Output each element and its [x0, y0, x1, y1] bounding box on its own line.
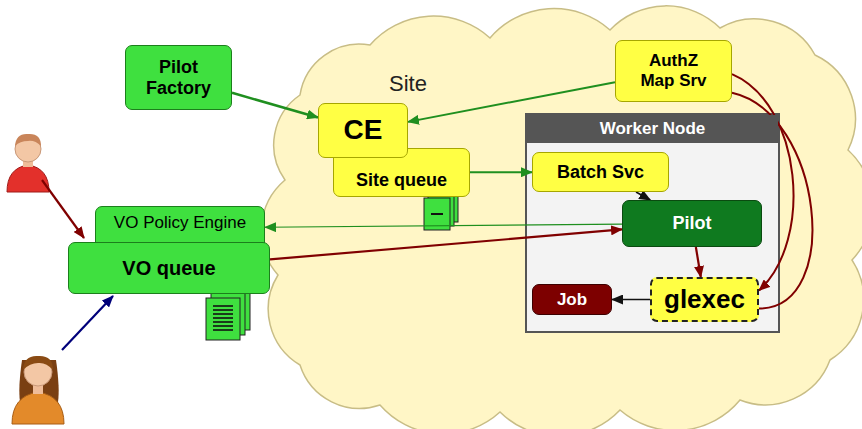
submit-arrow [42, 180, 84, 238]
box-label: Pilot [673, 213, 712, 234]
region-label: Site [389, 71, 427, 97]
box-label: glexec [664, 285, 745, 315]
queue-document-icon [206, 288, 250, 340]
connector-arrow [265, 224, 622, 227]
glexec-box: glexec [650, 277, 759, 322]
connector-arrow [732, 93, 812, 309]
box-label: Site queue [356, 170, 447, 191]
connector-arrow [470, 171, 532, 173]
pilot-box: Pilot [622, 200, 762, 247]
box-label: Job [557, 290, 587, 310]
submit-arrow [62, 296, 113, 350]
box-label: CE [344, 114, 383, 146]
cloud-shape [261, 6, 862, 429]
factory-box: Pilot Factory [125, 45, 232, 110]
queue-box: VO queue [68, 242, 270, 294]
user-figure [7, 134, 49, 192]
connector-arrow [696, 247, 701, 277]
box-label: Pilot Factory [134, 57, 223, 98]
user-figure [12, 356, 64, 424]
connector-arrow [232, 93, 318, 118]
worker-node-panel: Worker NodeBatch SvcPilotJob glexec [525, 113, 780, 333]
box-label: AuthZ Map Srv [632, 51, 715, 90]
service-box: CE [318, 103, 408, 158]
panel-header: Worker Node [527, 115, 778, 143]
box-label: Batch Svc [557, 162, 644, 183]
connector-arrow [636, 192, 650, 200]
queue-document-icon [424, 190, 458, 230]
service-box: AuthZ Map Srv [615, 40, 732, 102]
box-label: VO queue [122, 257, 215, 280]
box-label: VO Policy Engine [114, 213, 246, 233]
connector-arrow [270, 229, 622, 259]
job-box: Job [532, 284, 612, 315]
connector-arrow [612, 299, 650, 301]
connector-arrow [408, 82, 615, 122]
site-cloud: SiteCE Site queue AuthZ Map SrvWorker Node… [265, 0, 862, 429]
service-box: Batch Svc [532, 152, 669, 192]
